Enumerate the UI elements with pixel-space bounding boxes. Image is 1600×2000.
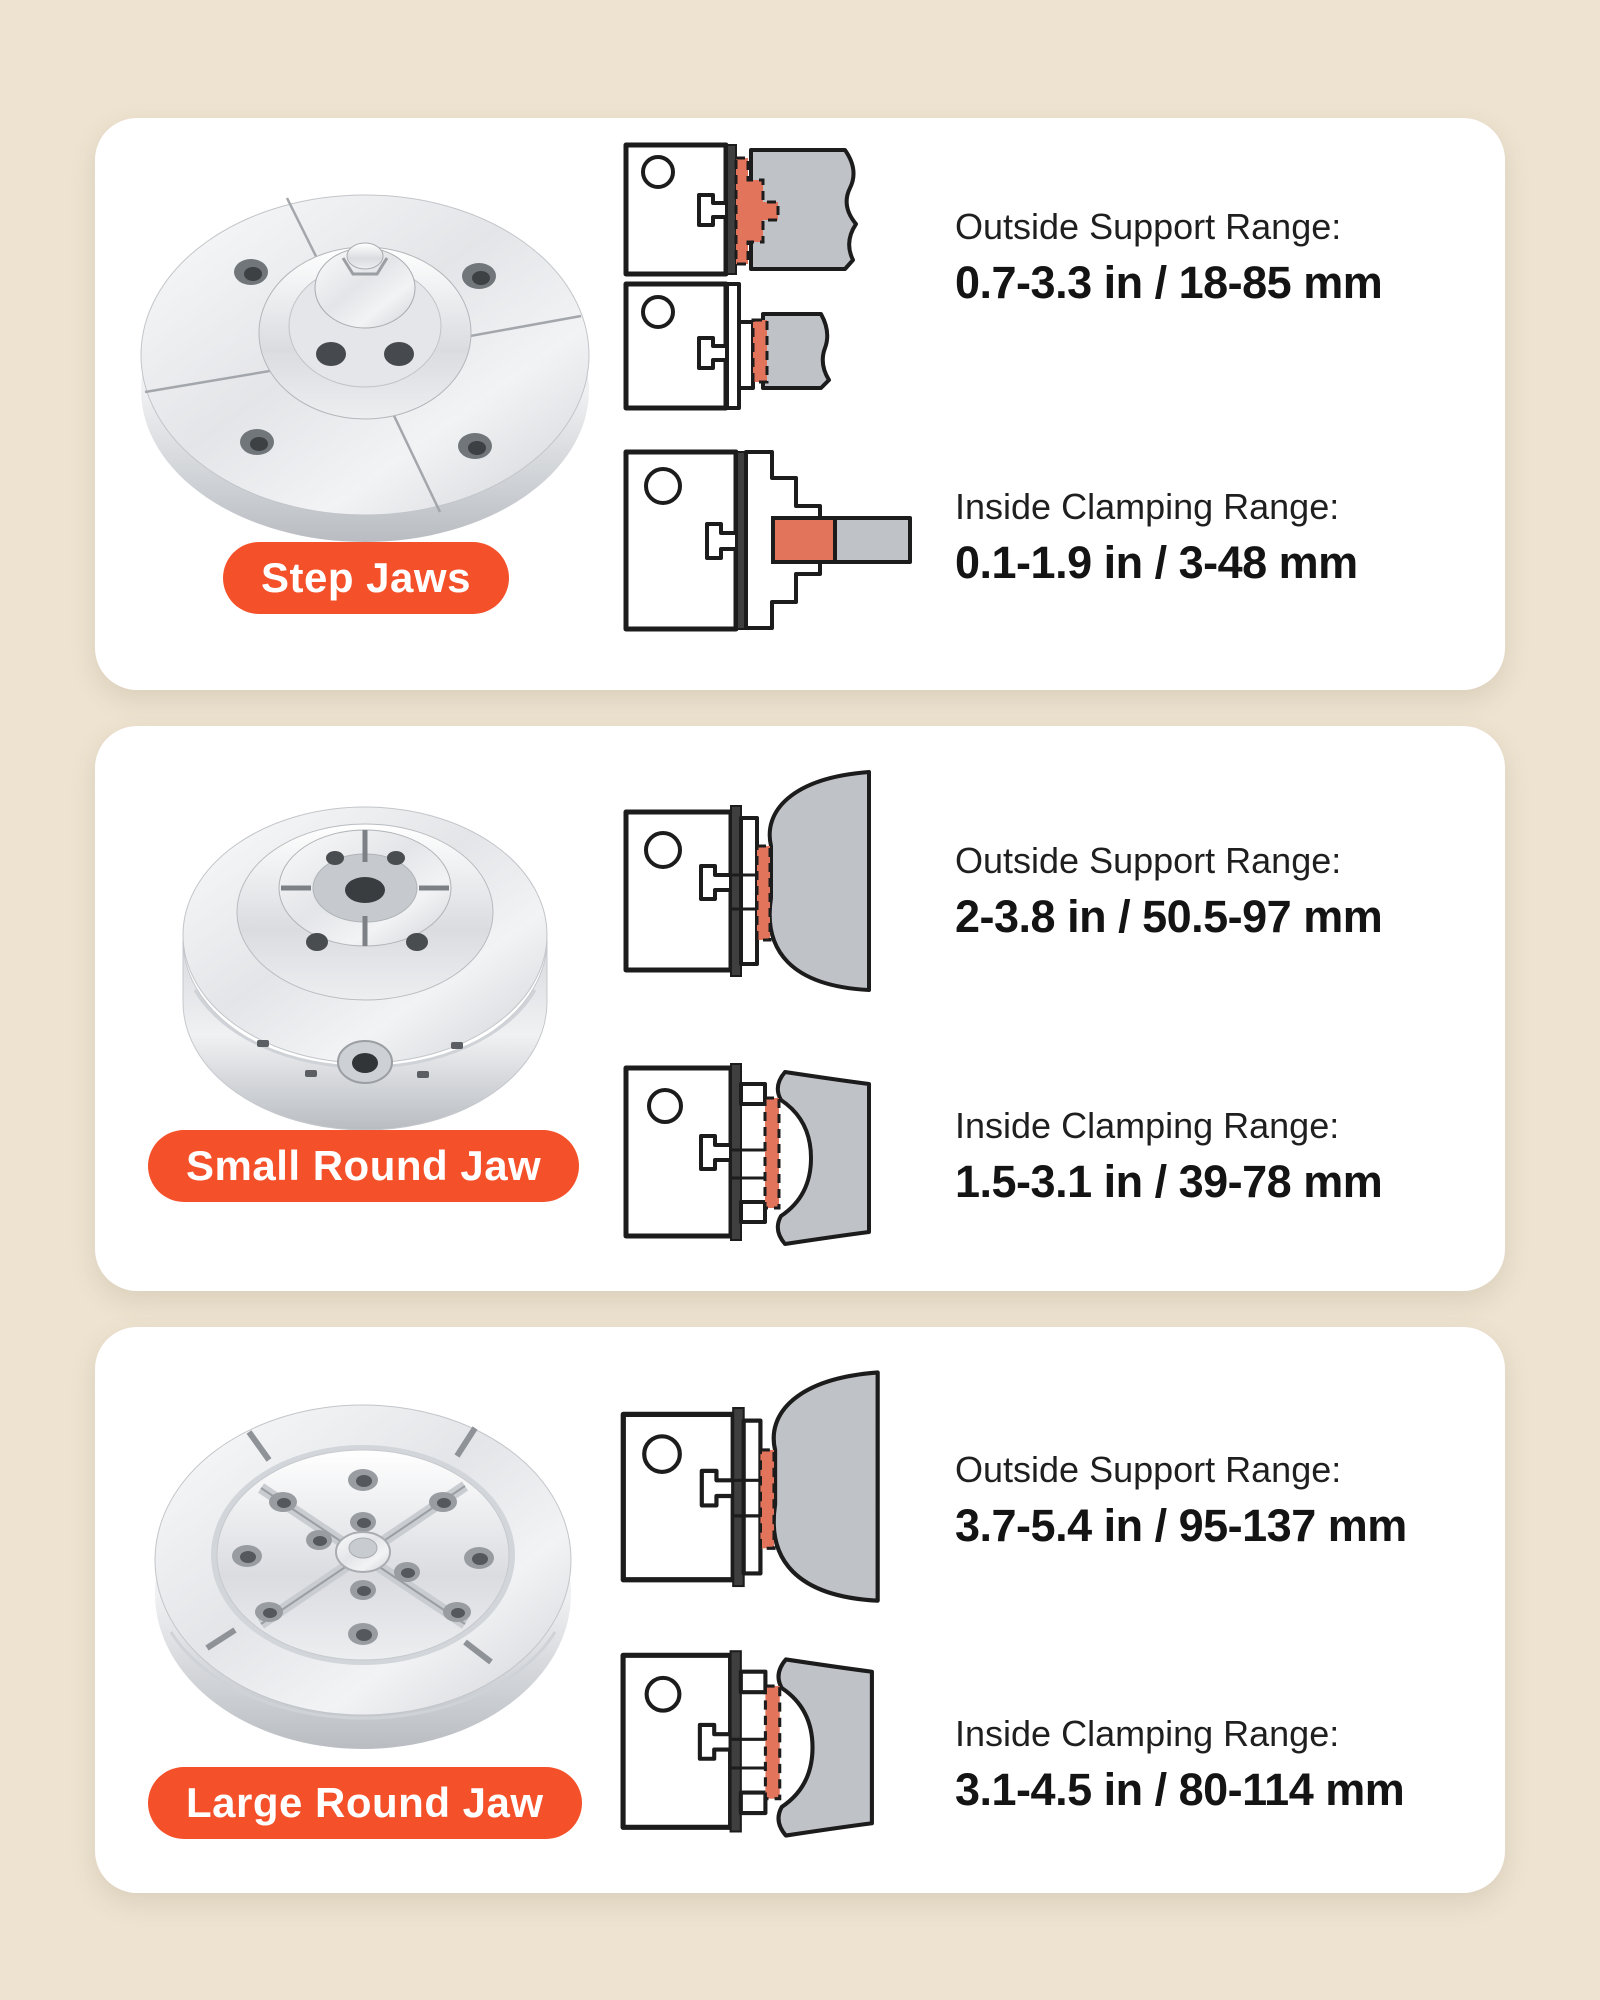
outside-support-diagram-bowl — [623, 770, 871, 992]
outside-support-diagram-small-step — [623, 281, 831, 411]
large-round-jaw-chuck-photo — [154, 1404, 572, 1749]
spec-label: Inside Clamping Range: — [955, 1105, 1340, 1146]
jaw-card-small-round-jaw: Small Round Jaw Outside Support Range: 2… — [95, 726, 1505, 1291]
spec-label: Outside Support Range: — [955, 1449, 1342, 1490]
spec-value: 3.1-4.5 in / 80-114 mm — [955, 1764, 1405, 1815]
inside-clamping-diagram-bowl — [623, 1063, 871, 1246]
jaw-name-badge: Small Round Jaw — [148, 1130, 580, 1202]
spec-value: 2-3.8 in / 50.5-97 mm — [955, 891, 1383, 942]
spec-label: Inside Clamping Range: — [955, 486, 1340, 527]
jaw-card-step-jaws: Step Jaws Outside Support Range: 0.7-3.3… — [95, 118, 1505, 690]
inside-clamping-diagram-rod — [623, 449, 912, 632]
spec-label: Outside Support Range: — [955, 840, 1342, 881]
spec-label: Outside Support Range: — [955, 206, 1342, 247]
spec-value: 0.7-3.3 in / 18-85 mm — [955, 257, 1383, 308]
spec-value: 0.1-1.9 in / 3-48 mm — [955, 537, 1358, 588]
spec-block-outside: Outside Support Range: 0.7-3.3 in / 18-8… — [955, 204, 1515, 310]
outside-support-diagram-bowl — [620, 1370, 880, 1603]
spec-label: Inside Clamping Range: — [955, 1713, 1340, 1754]
small-round-jaw-chuck-photo — [182, 806, 548, 1130]
spec-block-outside: Outside Support Range: 2-3.8 in / 50.5-9… — [955, 838, 1515, 944]
outside-support-diagram-large-step — [623, 142, 858, 277]
spec-value: 3.7-5.4 in / 95-137 mm — [955, 1500, 1407, 1551]
step-jaws-chuck-photo — [140, 194, 590, 542]
spec-block-inside: Inside Clamping Range: 0.1-1.9 in / 3-48… — [955, 484, 1515, 590]
spec-value: 1.5-3.1 in / 39-78 mm — [955, 1156, 1383, 1207]
jaw-card-large-round-jaw: Large Round Jaw Outside Support Range: 3… — [95, 1327, 1505, 1893]
jaw-name-badge: Large Round Jaw — [148, 1767, 582, 1839]
spec-block-inside: Inside Clamping Range: 1.5-3.1 in / 39-7… — [955, 1103, 1515, 1209]
jaw-name-badge: Step Jaws — [223, 542, 509, 614]
spec-block-outside: Outside Support Range: 3.7-5.4 in / 95-1… — [955, 1447, 1515, 1553]
spec-block-inside: Inside Clamping Range: 3.1-4.5 in / 80-1… — [955, 1711, 1515, 1817]
inside-clamping-diagram-bowl — [620, 1650, 874, 1838]
